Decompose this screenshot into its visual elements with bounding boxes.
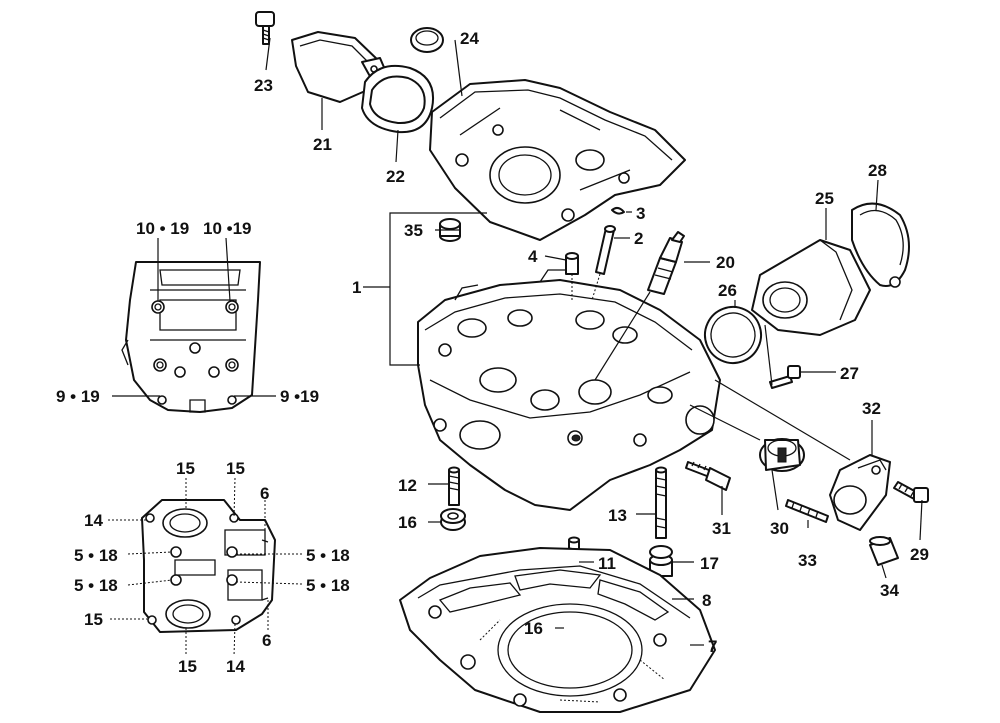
- callout-5-18-a: 5 • 18: [74, 546, 118, 565]
- inset-cover-view: [121, 261, 261, 413]
- cover-gasket-22: [361, 64, 434, 134]
- stud-13: [655, 466, 667, 539]
- stud-33: [785, 499, 829, 523]
- bolt-23: [255, 11, 275, 45]
- callout-16-top: 16: [398, 513, 417, 532]
- callout-4: 4: [528, 247, 538, 266]
- callout-labels: 23 24 21 22 35 3 2 4 20 1 25 28 26 27 32…: [56, 29, 929, 676]
- callout-25: 25: [815, 189, 834, 208]
- callout-31: 31: [712, 519, 731, 538]
- callout-28: 28: [868, 161, 887, 180]
- plug-cap-24: [410, 27, 444, 53]
- callout-14-top: 14: [84, 511, 103, 530]
- callout-7: 7: [708, 637, 717, 656]
- callout-10-19-left: 10 • 19: [136, 219, 189, 238]
- intake-pipe-25: [751, 239, 871, 336]
- callout-6-bottom: 6: [262, 631, 271, 650]
- callout-11: 11: [598, 554, 616, 573]
- callout-5-18-d: 5 • 18: [306, 576, 350, 595]
- housing-32: [714, 379, 891, 531]
- callout-17: 17: [700, 554, 719, 573]
- callout-21: 21: [313, 135, 332, 154]
- callout-20: 20: [716, 253, 735, 272]
- clip-3: [611, 206, 625, 215]
- tensioner-2: [591, 225, 616, 301]
- bolt-29: [893, 481, 929, 503]
- callout-35: 35: [404, 221, 423, 240]
- callout-26: 26: [718, 281, 737, 300]
- callout-15-bottom: 15: [178, 657, 197, 676]
- dowel-4: [565, 252, 579, 300]
- callout-10-19-right: 10 •19: [203, 219, 252, 238]
- stud-12: [448, 466, 460, 506]
- cap-35: [439, 218, 461, 242]
- callout-2: 2: [634, 229, 643, 248]
- fitting-34: [869, 536, 899, 566]
- cylinder-head-bracket: [363, 212, 487, 366]
- head-gasket-7: [399, 547, 716, 713]
- bolt-27: [764, 324, 801, 389]
- spark-plug-20: [594, 231, 685, 381]
- callout-34: 34: [880, 581, 899, 600]
- callout-15-top-right: 15: [226, 459, 245, 478]
- clamp-28: [851, 202, 910, 288]
- thermostat-30: [689, 404, 805, 472]
- temp-sensor-31: [685, 461, 731, 491]
- camshaft-holder: [429, 79, 686, 241]
- callout-14-bottom: 14: [226, 657, 245, 676]
- callout-6-top: 6: [260, 484, 269, 503]
- callout-8: 8: [702, 591, 711, 610]
- leader-lines: [108, 37, 923, 657]
- callout-30: 30: [770, 519, 789, 538]
- callout-29: 29: [910, 545, 929, 564]
- callout-9-19-right: 9 •19: [280, 387, 319, 406]
- callout-5-18-b: 5 • 18: [306, 546, 350, 565]
- callout-3: 3: [636, 204, 645, 223]
- callout-22: 22: [386, 167, 405, 186]
- callout-1: 1: [352, 278, 361, 297]
- callout-15-bottom-left: 15: [84, 610, 103, 629]
- callout-33: 33: [798, 551, 817, 570]
- callout-27: 27: [840, 364, 859, 383]
- callout-13: 13: [608, 506, 627, 525]
- callout-32: 32: [862, 399, 881, 418]
- callout-15-top-left: 15: [176, 459, 195, 478]
- callout-5-18-c: 5 • 18: [74, 576, 118, 595]
- callout-23: 23: [254, 76, 273, 95]
- callout-9-19-left: 9 • 19: [56, 387, 100, 406]
- callout-24: 24: [460, 29, 479, 48]
- callout-16-bottom: 16: [524, 619, 543, 638]
- callout-12: 12: [398, 476, 417, 495]
- inset-head-view: [141, 499, 276, 633]
- o-ring-26: [704, 306, 762, 364]
- nut-16a: [440, 508, 466, 531]
- cylinder-head-1: [417, 269, 721, 511]
